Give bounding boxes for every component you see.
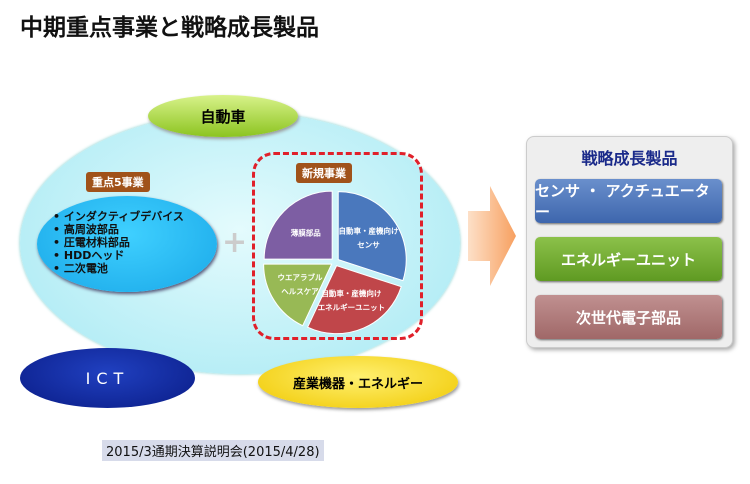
strategic-item-components: 次世代電子部品 [535,295,722,339]
pie-slice [306,265,402,335]
pie-slice-label: エネルギーユニット [318,302,386,312]
strategic-item-sensor: センサ ・ アクチュエーター [535,179,722,223]
new-business-label: 新規事業 [296,163,352,183]
strategic-products-panel: 戦略成長製品 センサ ・ アクチュエーター エネルギーユニット 次世代電子部品 [526,136,733,348]
new-business-frame [252,152,423,340]
core-item: 二次電池 [53,262,184,275]
slide-title: 中期重点事業と戦略成長製品 [20,15,319,41]
core-item: インダクティブデバイス [53,210,184,223]
pie-slice [263,190,333,260]
industrial-ellipse: 産業機器・エネルギー [258,356,458,408]
pie-slice-label: センサ [357,241,380,250]
strategic-item-energy: エネルギーユニット [535,237,722,281]
core-item: 圧電材料部品 [53,236,184,249]
pie-slice-label: 自動車・産機向け [321,288,381,298]
pie-slice [337,191,407,282]
new-business-pie: 自動車・産機向けセンサ自動車・産機向けエネルギーユニットウエアラブルヘルスケア薄… [263,190,407,335]
pie-slice-label: ウエアラブル [278,272,323,282]
strategic-title: 戦略成長製品 [581,149,678,168]
core-item: 高周波部品 [53,223,184,236]
footer-caption: 2015/3通期決算説明会(2015/4/28) [102,440,324,461]
pie-slice-label: 薄膜部品 [291,228,321,238]
core-item: HDDヘッド [53,249,184,262]
automotive-ellipse: 自動車 [148,95,298,137]
core-business-ellipse: インダクティブデバイス 高周波部品 圧電材料部品 HDDヘッド 二次電池 [37,196,217,292]
ict-ellipse: ICT [20,348,195,408]
pie-slice [263,263,333,327]
pie-slice-label: ヘルスケア [281,287,319,296]
right-arrow-icon [468,186,516,286]
plus-icon: + [222,225,248,260]
core-business-label: 重点5事業 [86,172,150,192]
pie-slice-label: 自動車・産機向け [338,226,398,236]
